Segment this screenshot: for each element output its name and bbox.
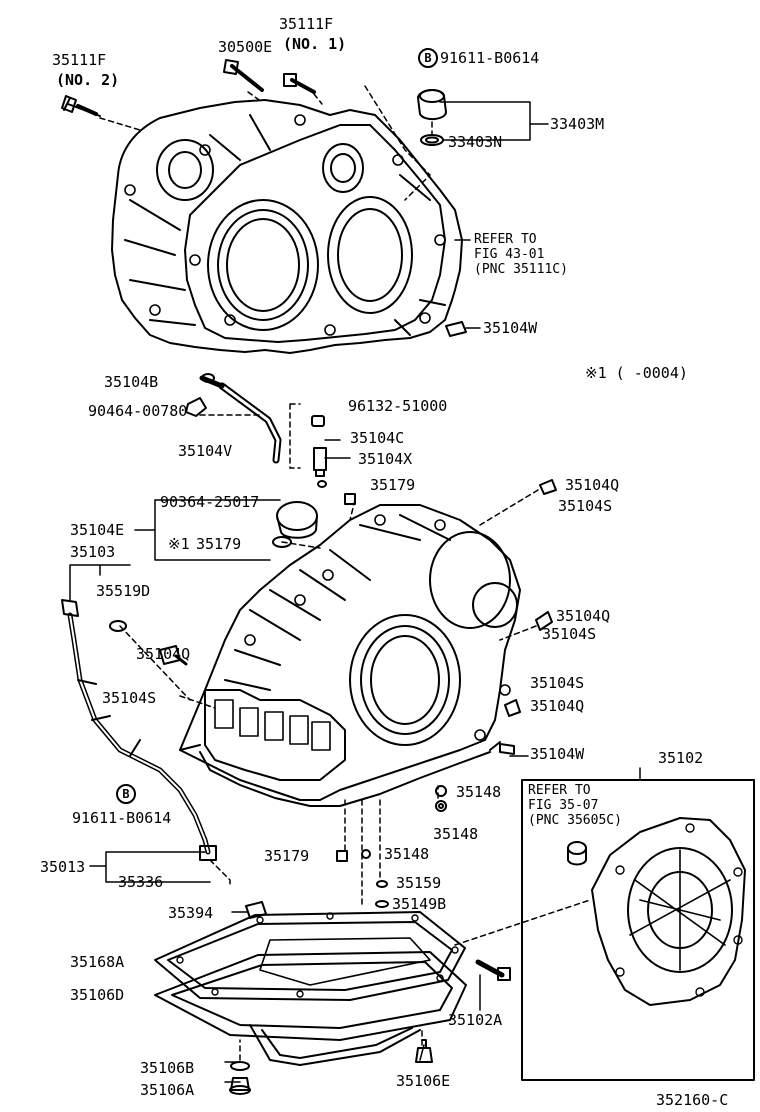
filter-90364 <box>272 501 318 548</box>
label-35102: 35102 <box>658 749 704 767</box>
label-35104V: 35104V <box>178 442 233 460</box>
transaxle-housing <box>111 99 463 354</box>
label-35103: 35103 <box>70 543 116 561</box>
label-35336: 35336 <box>118 873 164 891</box>
bolt-35111F-no1 <box>283 73 316 94</box>
label-90364: 90364-25017 <box>160 493 260 511</box>
label-35168A: 35168A <box>70 953 125 971</box>
label-90464: 90464-00780 <box>88 402 188 420</box>
label-96132: 96132-51000 <box>348 397 448 415</box>
refer-top-line3: (PNC 35111C) <box>474 262 568 277</box>
wire-harness <box>61 599 217 861</box>
label-35104Q-a: 35104Q <box>565 476 620 494</box>
label-35104C: 35104C <box>350 429 405 447</box>
label-35148-b: 35148 <box>433 825 479 843</box>
case-bolts <box>159 479 557 755</box>
label-91611-top: 91611-B0614 <box>440 49 540 67</box>
label-35148-c: 35148 <box>384 845 430 863</box>
rear-cover-35102 <box>567 817 746 1006</box>
oil-pan <box>154 911 467 1066</box>
transmission-case <box>179 504 521 807</box>
clamp-90464 <box>185 397 207 417</box>
drain-plug <box>229 1039 433 1095</box>
dipstick-tube <box>199 373 282 464</box>
label-35179-bot: 35179 <box>264 847 310 865</box>
label-35111F-no2-sub: (NO. 2) <box>56 71 120 89</box>
breather-cap <box>417 89 447 146</box>
leader-35013 <box>89 851 211 883</box>
label-35102A: 35102A <box>448 1011 503 1029</box>
leader-lines-middle <box>119 414 539 906</box>
label-35106A: 35106A <box>140 1081 195 1099</box>
label-33403M: 33403M <box>550 115 605 133</box>
bolt-30500E <box>223 59 264 92</box>
label-35519D: 35519D <box>96 582 151 600</box>
label-35104S-c: 35104S <box>102 689 157 707</box>
label-35104E: 35104E <box>70 521 125 539</box>
label-35104B: 35104B <box>104 373 159 391</box>
label-35104S-b: 35104S <box>542 625 597 643</box>
label-35104W-top: 35104W <box>483 319 538 337</box>
b-marker-bottom: B <box>116 784 136 804</box>
diagram-code: 352160-C <box>656 1091 729 1109</box>
label-35179-star: 35179 <box>196 535 242 553</box>
label-35106B: 35106B <box>140 1059 195 1077</box>
label-35104Q-b: 35104Q <box>556 607 611 625</box>
label-35159: 35159 <box>396 874 442 892</box>
label-35179-top: 35179 <box>370 476 416 494</box>
label-35104S-d: 35104S <box>530 674 585 692</box>
label-35111F-no1: 35111F <box>279 15 334 33</box>
label-35148-a: 35148 <box>456 783 502 801</box>
label-35104W-mid: 35104W <box>530 745 585 763</box>
b-marker-top: B <box>418 48 438 68</box>
label-91611-bot: 91611-B0614 <box>72 809 172 827</box>
bolt-35102A <box>475 959 511 981</box>
refer-box-line1: REFER TO <box>528 783 591 798</box>
label-35104S-a: 35104S <box>558 497 613 515</box>
leader-lines-pan <box>239 899 591 1061</box>
label-35104Q-c: 35104Q <box>136 645 191 663</box>
label-33403N: 33403N <box>448 133 503 151</box>
label-35111F-no1-sub: (NO. 1) <box>283 35 347 53</box>
label-30500E: 30500E <box>218 38 273 56</box>
label-35106D: 35106D <box>70 986 125 1004</box>
bolt-35111F-no2 <box>61 95 101 117</box>
star-marker: ※1 <box>168 535 190 553</box>
refer-box-line3: (PNC 35605C) <box>528 813 622 828</box>
label-35394: 35394 <box>168 904 214 922</box>
refer-top-line1: REFER TO <box>474 232 537 247</box>
leader-lines-top <box>99 85 433 201</box>
label-35013: 35013 <box>40 858 86 876</box>
label-35106E: 35106E <box>396 1072 451 1090</box>
refer-top-line2: FIG 43-01 <box>474 247 545 262</box>
label-35104X: 35104X <box>358 450 413 468</box>
refer-box-line2: FIG 35-07 <box>528 798 599 813</box>
box-35102 <box>521 779 755 1081</box>
label-35111F-no2: 35111F <box>52 51 107 69</box>
sensor-plug <box>289 403 327 488</box>
clip-35104W-top <box>445 321 467 337</box>
label-35149B: 35149B <box>392 895 447 913</box>
leader-lines-top-solid <box>439 101 549 329</box>
plug-35179 <box>344 493 356 505</box>
label-35104Q-d: 35104Q <box>530 697 585 715</box>
header-note: ※1 ( -0004) <box>585 364 688 382</box>
